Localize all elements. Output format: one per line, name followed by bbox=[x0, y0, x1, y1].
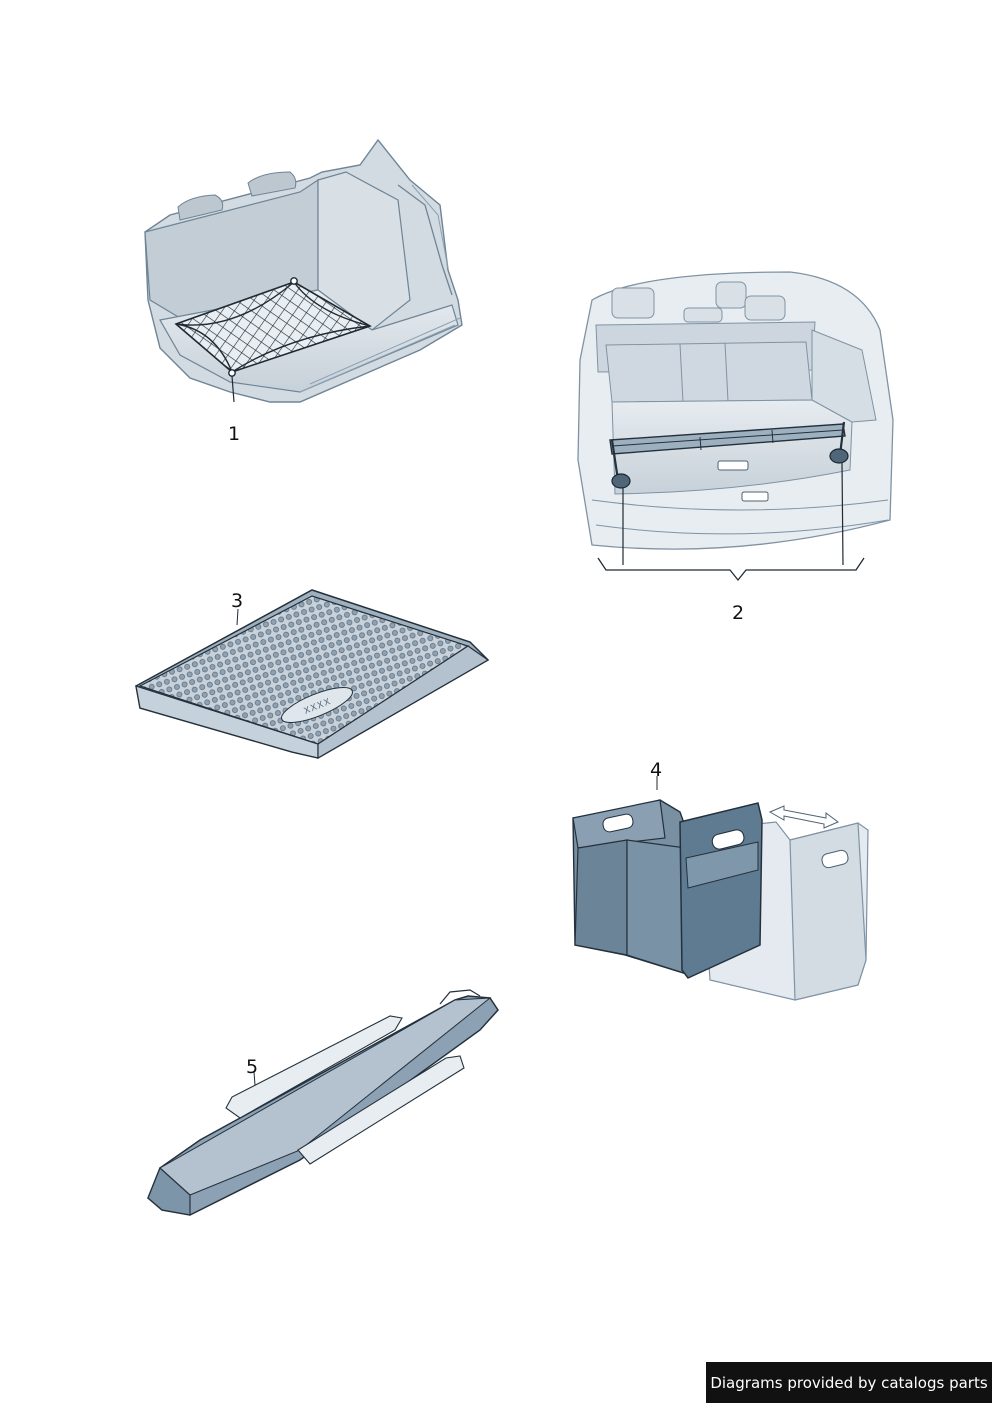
part-number-1: 1 bbox=[228, 423, 240, 445]
part-number-4: 4 bbox=[650, 759, 662, 781]
credit-text: Diagrams provided by catalogs parts bbox=[710, 1373, 988, 1392]
ski-bag-illustration bbox=[147, 989, 499, 1216]
part-number-5: 5 bbox=[246, 1056, 258, 1078]
folding-box-illustration bbox=[572, 799, 869, 1001]
part-number-3: 3 bbox=[231, 590, 243, 612]
luggage-net-illustration bbox=[144, 138, 463, 403]
credit-banner: Diagrams provided by catalogs parts bbox=[706, 1362, 992, 1403]
rail-set-bracket bbox=[597, 557, 865, 582]
leader-line-3 bbox=[236, 608, 239, 626]
boot-tray-illustration bbox=[135, 589, 490, 760]
rail-set-illustration bbox=[577, 271, 894, 566]
leader-line-5 bbox=[253, 1071, 256, 1086]
part-number-2: 2 bbox=[732, 602, 744, 624]
